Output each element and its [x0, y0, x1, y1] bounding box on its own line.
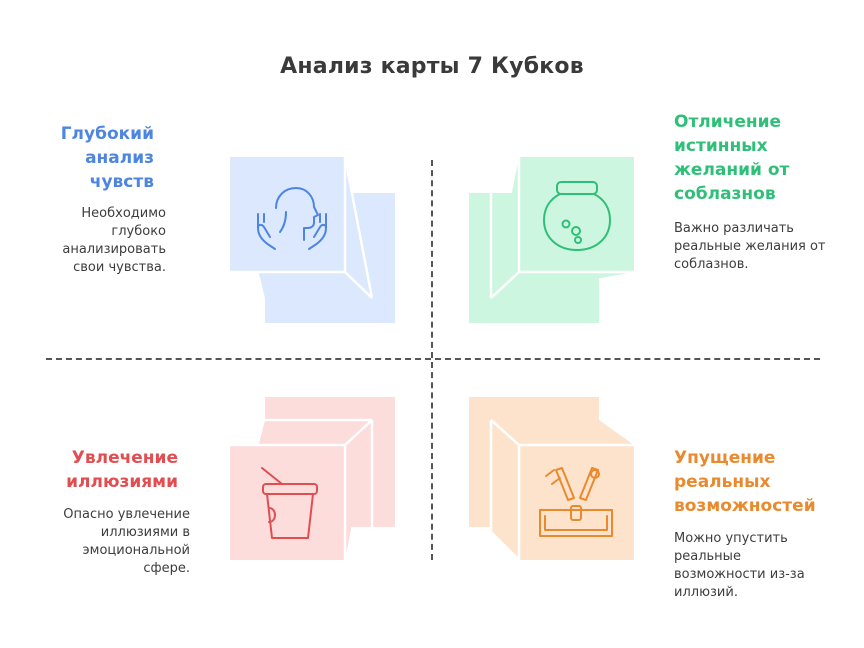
heading-missed-opportunities: Упущение реальных возможностей [674, 448, 816, 516]
heading-deep-analysis: Глубокий анализ чувств [60, 124, 154, 192]
description-illusions: Опасно увлечение иллюзиями в эмоциональн… [63, 507, 190, 576]
page-title: Анализ карты 7 Кубков [280, 54, 584, 79]
description-true-desires: Важно различать реальные желания от собл… [674, 221, 826, 272]
description-deep-analysis: Необходимо глубоко анализировать свои чу… [62, 206, 166, 275]
red-cube [229, 397, 395, 561]
description-missed-opportunities: Можно упустить реальные возможности из-з… [674, 531, 805, 600]
jar-icon [543, 181, 611, 251]
cup-with-straw-icon [261, 467, 318, 539]
crossed-tools-box-icon [539, 467, 613, 537]
blue-cube [230, 156, 395, 323]
heading-illusions: Увлечение иллюзиями [66, 448, 178, 492]
heading-true-desires: Отличение истинных желаний от соблазнов [674, 112, 790, 204]
person-hands-icon [257, 187, 327, 250]
green-cube [469, 156, 634, 323]
horizontal-axis [46, 358, 820, 360]
vertical-axis [431, 160, 433, 560]
